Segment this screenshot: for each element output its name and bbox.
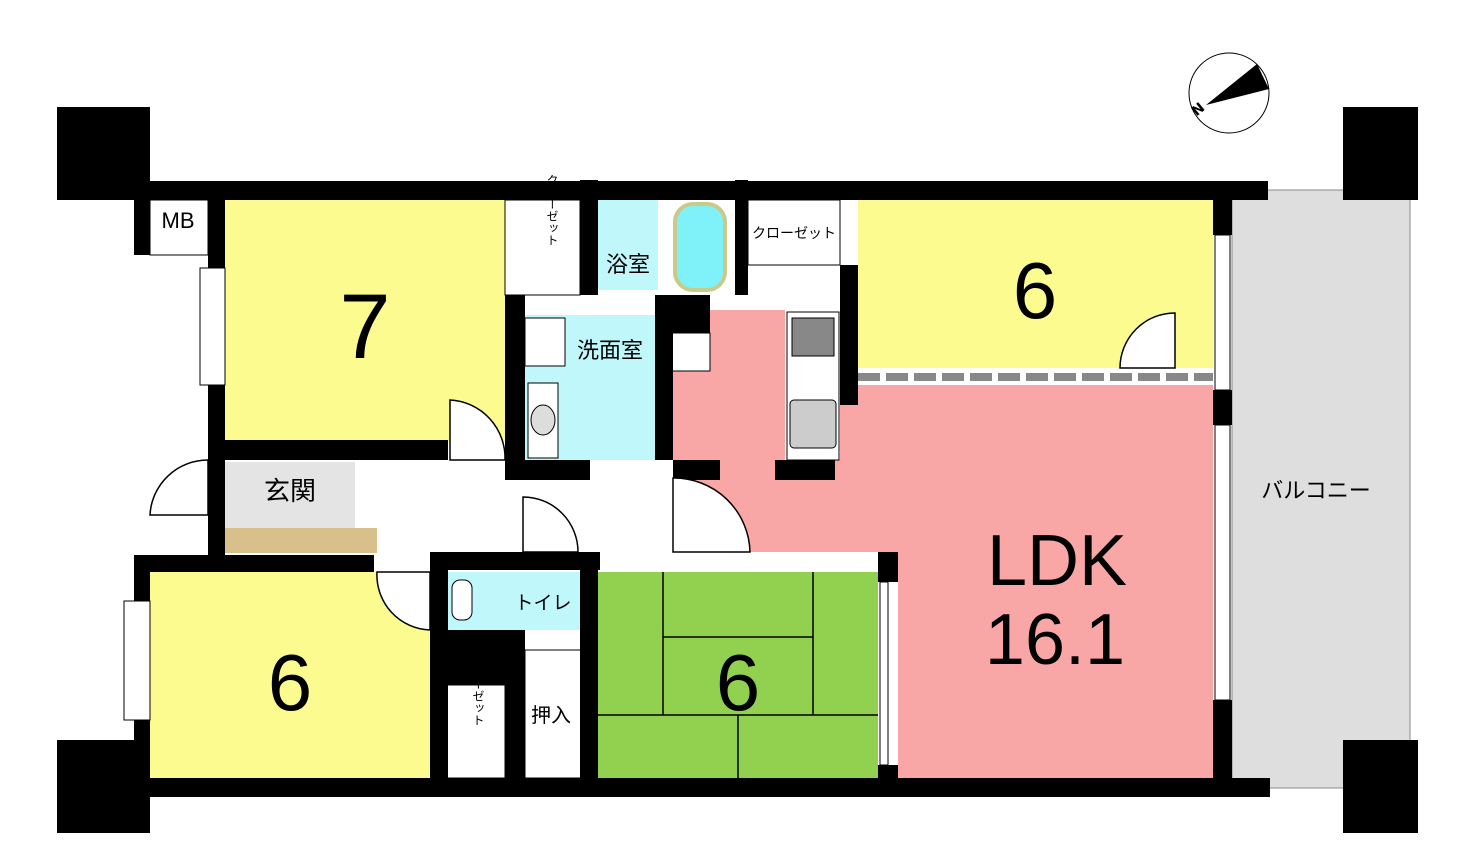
closet-1 — [504, 199, 581, 296]
closet-2 — [747, 199, 841, 266]
ldk-size: 16.1 — [985, 600, 1125, 680]
walls — [57, 107, 1418, 833]
oshiire-label: 押入 — [531, 703, 571, 727]
mb-label: MB — [162, 208, 195, 233]
entrance-step — [225, 528, 377, 553]
ldk-floor — [673, 310, 1213, 778]
fridge-icon — [667, 332, 711, 372]
closet-1-label: クローゼット — [545, 174, 559, 246]
washer-icon — [524, 317, 566, 367]
closet-3-label: クローゼット — [471, 654, 485, 726]
entrance-floor — [225, 462, 355, 528]
bathroom — [598, 200, 658, 290]
toilet-label: トイレ — [514, 592, 571, 614]
balcony-label: バルコニー — [1261, 479, 1371, 504]
room-west-bottom — [150, 572, 430, 778]
bath-label: 浴室 — [606, 253, 650, 278]
balcony-area — [1231, 189, 1411, 789]
toilet-icon — [451, 579, 473, 621]
ldk-label: LDK — [987, 521, 1127, 601]
closet-2-label: クローゼット — [752, 226, 836, 242]
door-swings — [149, 312, 1176, 631]
bathtub-icon — [673, 202, 727, 292]
compass-icon: N — [1188, 52, 1270, 134]
room-east-top-size: 6 — [1013, 246, 1058, 335]
entrance-label: 玄関 — [264, 477, 316, 507]
kitchen-sink-icon — [789, 399, 837, 449]
washitsu-size: 6 — [716, 638, 761, 727]
stove-icon — [791, 317, 835, 357]
tatami-lines — [598, 572, 878, 778]
room-west-bottom-size: 6 — [268, 638, 313, 727]
room-west-top-size: 7 — [339, 276, 390, 378]
washroom-label: 洗面室 — [577, 339, 643, 364]
mb-box — [149, 199, 209, 256]
windows — [123, 234, 1231, 766]
sink-icon — [530, 404, 556, 436]
